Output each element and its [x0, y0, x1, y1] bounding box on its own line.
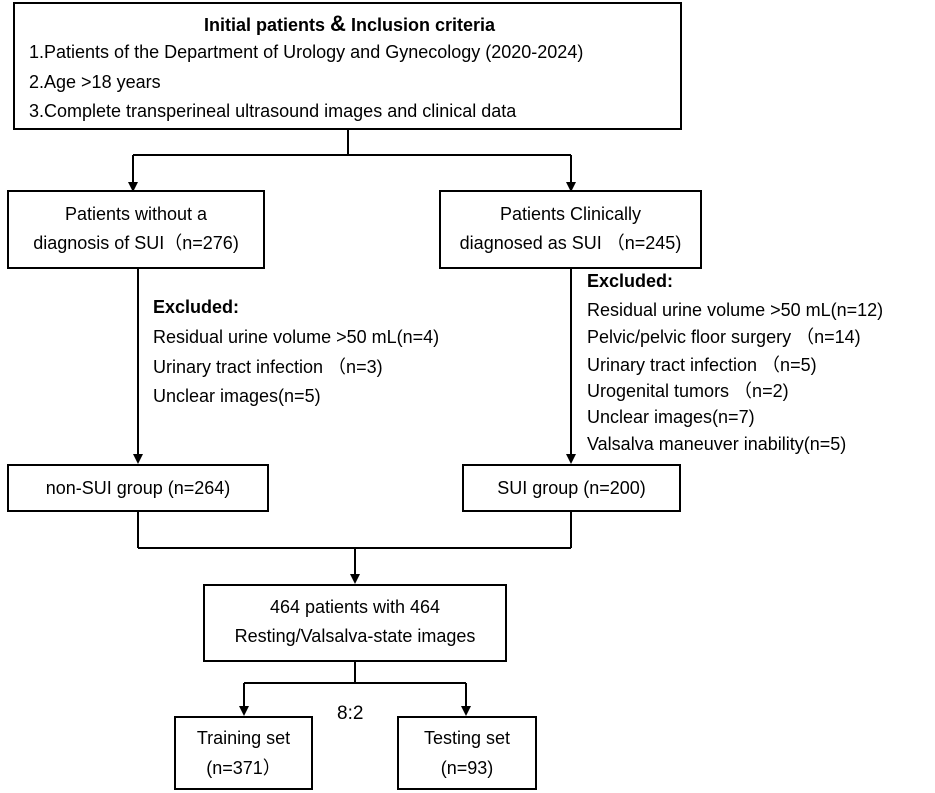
testing-set-count: (n=93)	[440, 758, 494, 778]
criterion-3: 3.Complete transperineal ultrasound imag…	[29, 101, 517, 121]
sui-box-line1: Patients Clinically	[499, 204, 642, 224]
testing-set-label: Testing set	[423, 728, 511, 748]
combined-patients-box: 464 patients with 464 Resting/Valsalva-s…	[203, 584, 507, 662]
inclusion-title: Initial patients & Inclusion criteria	[15, 11, 684, 37]
sui-group-box: SUI group (n=200)	[462, 464, 681, 512]
criterion-2: 2.Age >18 years	[29, 72, 161, 92]
split-ratio-label: 8:2	[337, 703, 364, 724]
training-set-count: (n=371）	[206, 758, 281, 778]
non-sui-patients-box: Patients without a diagnosis of SUI（n=27…	[7, 190, 265, 269]
sui-excluded-title: Excluded:	[587, 271, 674, 291]
sui-excluded-item: Residual urine volume >50 mL(n=12)	[587, 300, 884, 320]
training-set-label: Training set	[196, 728, 291, 748]
sui-excluded-item: Valsalva maneuver inability(n=5)	[587, 434, 847, 454]
sui-excluded-item: Urinary tract infection （n=5)	[587, 355, 817, 375]
non-sui-box-line2: diagnosis of SUI（n=276)	[33, 233, 239, 253]
non-sui-group-box: non-SUI group (n=264)	[7, 464, 269, 512]
non-sui-group-label: non-SUI group (n=264)	[45, 478, 231, 498]
criterion-1: 1.Patients of the Department of Urology …	[29, 42, 584, 62]
testing-set-box: Testing set (n=93)	[397, 716, 537, 790]
combined-line1: 464 patients with 464	[269, 597, 441, 617]
inclusion-criteria-box: Initial patients & Inclusion criteria 1.…	[13, 2, 682, 130]
sui-patients-box: Patients Clinically diagnosed as SUI （n=…	[439, 190, 702, 269]
inclusion-title-ampersand: &	[330, 11, 346, 36]
inclusion-title-initial: Initial patients	[204, 15, 326, 35]
sui-excluded-item: Pelvic/pelvic floor surgery （n=14)	[587, 327, 861, 347]
sui-group-label: SUI group (n=200)	[497, 478, 646, 498]
non-sui-excluded-item: Urinary tract infection （n=3)	[153, 357, 383, 377]
combined-line2: Resting/Valsalva-state images	[234, 626, 476, 646]
training-set-box: Training set (n=371）	[174, 716, 313, 790]
non-sui-excluded-title: Excluded:	[153, 297, 240, 317]
non-sui-box-line1: Patients without a	[64, 204, 208, 224]
sui-excluded-item: Unclear images(n=7)	[587, 407, 755, 427]
non-sui-excluded-item: Unclear images(n=5)	[153, 386, 321, 406]
non-sui-excluded-item: Residual urine volume >50 mL(n=4)	[153, 327, 440, 347]
inclusion-title-criteria: Inclusion criteria	[350, 15, 495, 35]
sui-excluded-item: Urogenital tumors （n=2)	[587, 381, 789, 401]
sui-box-line2: diagnosed as SUI （n=245)	[459, 233, 682, 253]
